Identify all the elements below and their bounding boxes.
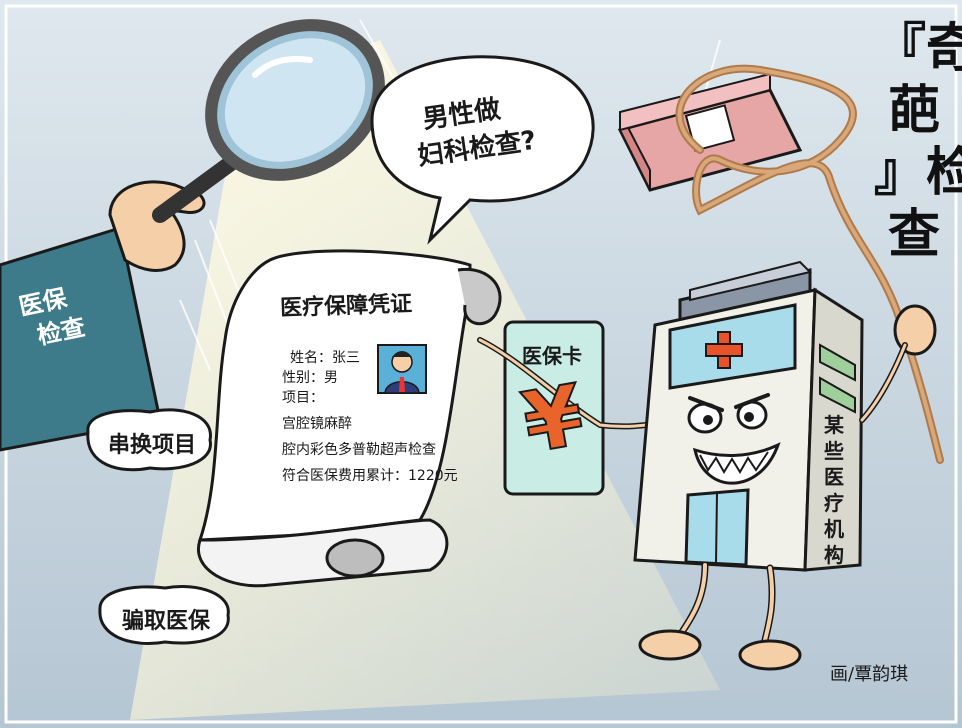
hospital-sign-char: 疗 <box>824 491 844 515</box>
sleeve-text: 医保 检查 <box>16 279 88 354</box>
hospital-building <box>633 260 864 572</box>
hospital-sign-char: 某 <box>824 413 844 437</box>
voucher-item2: 腔内彩色多普勒超声检查 <box>282 442 436 458</box>
medical-card <box>503 320 605 496</box>
artist-credit: 画/覃韵琪 <box>830 664 909 685</box>
voucher-total: 符合医保费用累计：1220元 <box>282 468 458 484</box>
hospital-legs <box>638 561 802 671</box>
cloud-fraud-label: 骗取医保 <box>122 609 211 634</box>
voucher-item1: 宫腔镜麻醉 <box>282 416 352 432</box>
voucher-scroll <box>196 249 502 588</box>
money-stack-icon <box>617 72 803 192</box>
hospital-sign-char: 些 <box>824 439 844 463</box>
magnifying-glass-icon <box>152 19 385 223</box>
cloud-swap <box>86 408 212 472</box>
voucher-gender: 性别：男 <box>282 370 338 386</box>
title-line4: 查 <box>888 205 941 265</box>
right-hand <box>893 304 937 356</box>
title-line1: 『奇 <box>874 19 962 79</box>
speech-bubble <box>370 55 595 245</box>
title-line3: 』检 <box>874 143 962 203</box>
hospital-sign-char: 医 <box>824 465 844 489</box>
title: 『奇 葩 』检 查 <box>874 18 962 266</box>
hospital-sign-char: 机 <box>824 517 844 541</box>
cloud-swap-label: 串换项目 <box>108 433 197 458</box>
voucher-title: 医疗保障凭证 <box>279 291 413 322</box>
hospital-sign-char: 构 <box>824 543 844 567</box>
voucher-fields: 姓名：张三 性别：男 项目： 宫腔镜麻醉 腔内彩色多普勒超声检查 符合医保费用累… <box>282 348 458 486</box>
card-label: 医保卡 <box>522 344 582 368</box>
voucher-name: 姓名：张三 <box>290 350 360 366</box>
cloud-fraud <box>98 585 230 645</box>
hospital-sign: 某 些 医 疗 机 构 <box>822 412 846 568</box>
title-line2: 葩 <box>888 81 941 141</box>
voucher-items-label: 项目： <box>282 390 324 406</box>
hospital-face <box>687 393 781 485</box>
